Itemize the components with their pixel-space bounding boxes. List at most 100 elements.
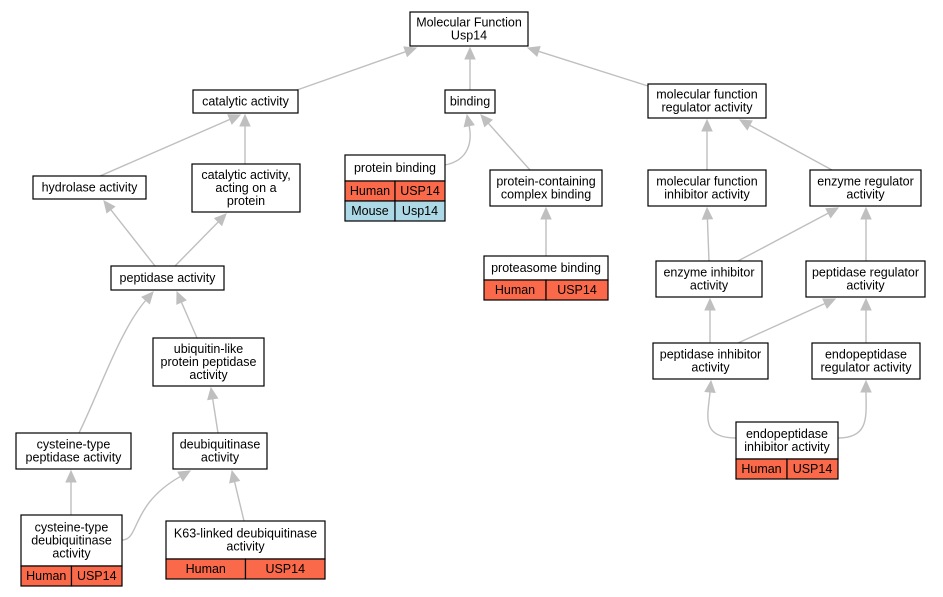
node-label: Molecular Function <box>416 16 522 30</box>
node-label: activity <box>690 279 729 293</box>
node-label: peptidase activity <box>120 271 217 285</box>
node-label: enzyme inhibitor <box>663 266 754 280</box>
node-label: catalytic activity, <box>201 168 290 182</box>
edge-pcbind-to-binding <box>480 114 531 171</box>
node-label: deubiquitinase <box>31 534 112 548</box>
species-cell: Mouse <box>351 204 389 218</box>
node-label: acting on a <box>215 181 276 195</box>
edge-protbind-to-binding <box>444 113 475 166</box>
edge-catalytic-to-root <box>296 46 418 91</box>
node-label: endopeptidase <box>825 348 907 362</box>
edge-k63-to-deubiq <box>229 469 245 522</box>
node-label: activity <box>226 540 265 554</box>
gene-cell: USP14 <box>77 569 117 583</box>
edge-endoinhib-to-endopepreg <box>837 379 872 439</box>
node-label: activity <box>52 547 91 561</box>
node-label: molecular function <box>656 175 757 189</box>
node-label: protein <box>227 194 265 208</box>
edge-mfreg-to-root <box>526 45 649 87</box>
edges-layer <box>65 45 872 541</box>
node-label: catalytic activity <box>202 95 290 109</box>
node-label: deubiquitinase <box>180 438 261 452</box>
edge-hydrolase-to-catalytic <box>99 114 242 177</box>
species-cell: Human <box>495 283 535 297</box>
node-catalytic[interactable]: catalytic activity <box>192 89 299 114</box>
node-hydrolase[interactable]: hydrolase activity <box>32 175 147 200</box>
gene-cell: USP14 <box>557 283 597 297</box>
node-label: regulator activity <box>820 361 912 375</box>
node-label: activity <box>189 368 228 382</box>
node-label: complex binding <box>501 188 591 202</box>
edge-peptidase-to-catprot <box>174 213 227 267</box>
node-label: binding <box>450 95 490 109</box>
node-label: endopeptidase <box>746 427 828 441</box>
node-label: activity <box>201 451 240 465</box>
edge-enzinhib-to-enzreg <box>737 207 840 262</box>
node-label: peptidase activity <box>26 451 123 465</box>
gene-cell: USP14 <box>793 462 833 476</box>
edge-catprot-to-catalytic <box>239 113 251 164</box>
edge-deubiq-to-ublpep <box>207 386 219 434</box>
edge-pepinhib-to-enzinhib <box>704 297 716 343</box>
node-binding[interactable]: binding <box>444 89 496 114</box>
species-cell: Human <box>741 462 781 476</box>
node-label: cysteine-type <box>35 521 109 535</box>
node-label: proteasome binding <box>491 261 601 275</box>
edge-pepreg-to-enzreg <box>860 206 872 261</box>
edge-peptidase-to-hydrolase <box>103 200 156 267</box>
species-cell: Human <box>350 184 390 198</box>
gene-cell: USP14 <box>265 562 305 576</box>
edge-binding-to-root <box>464 46 476 90</box>
edge-endoinhib-to-pepinhib <box>704 379 737 439</box>
node-label: K63-linked deubiquitinase <box>174 527 317 541</box>
node-label: inhibitor activity <box>664 188 750 202</box>
node-label: hydrolase activity <box>42 181 139 195</box>
edge-endopepreg-to-pepreg <box>860 297 872 343</box>
edge-cystpep-to-peptidase <box>78 291 154 434</box>
edge-cystdeub-to-cystpep <box>65 469 77 515</box>
node-peptidase[interactable]: peptidase activity <box>110 265 225 291</box>
node-label: activity <box>846 188 885 202</box>
edge-cystdeub-to-deubiq <box>121 470 192 541</box>
edge-mfinhib-to-mfreg <box>701 118 713 170</box>
edge-pepinhib-to-pepreg <box>737 298 837 344</box>
node-label: protein peptidase <box>161 355 257 369</box>
node-label: activity <box>691 361 730 375</box>
node-label: activity <box>846 279 885 293</box>
node-label: cysteine-type <box>37 438 111 452</box>
node-label: protein-containing <box>496 175 595 189</box>
edge-enzreg-to-mfreg <box>738 119 833 171</box>
node-label: ubiquitin-like <box>174 342 244 356</box>
node-label: protein binding <box>354 161 436 175</box>
gene-cell: Usp14 <box>402 204 438 218</box>
node-label: peptidase regulator <box>812 266 919 280</box>
node-label: enzyme regulator <box>817 175 914 189</box>
node-label: molecular function <box>656 88 757 102</box>
node-label: regulator activity <box>661 101 753 115</box>
edge-ublpep-to-peptidase <box>176 290 198 339</box>
node-cystdeub[interactable]: cysteine-typedeubiquitinaseactivityHuman… <box>20 514 123 587</box>
edge-proteasome-to-pcbind <box>540 206 552 256</box>
gene-cell: USP14 <box>400 184 440 198</box>
species-cell: Human <box>26 569 66 583</box>
node-label: Usp14 <box>451 29 487 43</box>
